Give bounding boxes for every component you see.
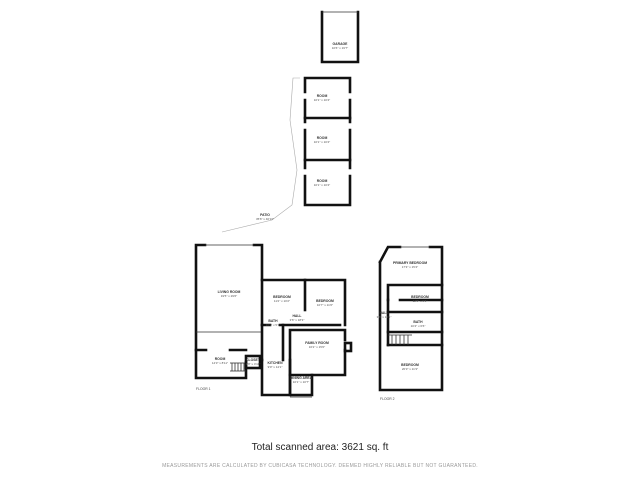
room-bedroom-1: BEDROOM 11'2" x 10'2" [273, 295, 291, 303]
svg-text:17'3" x 15'4": 17'3" x 15'4" [402, 265, 418, 269]
room-primary-bedroom: PRIMARY BEDROOM 17'3" x 15'4" [393, 261, 427, 269]
svg-text:10'4" x 6'6": 10'4" x 6'6" [411, 324, 426, 328]
svg-text:BATH: BATH [268, 319, 278, 323]
room-bath-1: BATH 10'1" x 5'1" [266, 319, 281, 327]
room-hall-1: HALL 3'6" x 18'3" [290, 314, 305, 322]
svg-text:CLOSET: CLOSET [246, 358, 261, 362]
total-scanned-area: Total scanned area: 3621 sq. ft [251, 442, 389, 453]
svg-text:PRIMARY BEDROOM: PRIMARY BEDROOM [393, 261, 427, 265]
room-bath-2: BATH 10'4" x 6'6" [411, 320, 426, 328]
svg-text:10'1" x 10'4": 10'1" x 10'4" [314, 183, 330, 187]
svg-text:20'3" x 11'3": 20'3" x 11'3" [402, 367, 418, 371]
svg-text:10'1" x 10'4": 10'1" x 10'4" [314, 140, 330, 144]
room-garage: GARAGE 10'6" x 19'7" [332, 42, 348, 50]
room-room-4: ROOM 14'3" x 8'11" [212, 357, 228, 365]
svg-text:GARAGE: GARAGE [333, 42, 349, 46]
svg-text:FAMILY ROOM: FAMILY ROOM [305, 341, 329, 345]
floor-1-label: FLOOR 1 [196, 387, 211, 391]
svg-text:12'6" x 9'6": 12'6" x 9'6" [413, 299, 428, 303]
svg-text:PATIO: PATIO [260, 213, 270, 217]
svg-text:16'2" x 15'0": 16'2" x 15'0" [309, 345, 325, 349]
svg-text:BATH: BATH [413, 320, 423, 324]
svg-text:35'6" x 40'10": 35'6" x 40'10" [256, 217, 274, 221]
floor-1-plan [194, 243, 353, 398]
svg-text:19'5" x 29'6": 19'5" x 29'6" [221, 294, 237, 298]
svg-text:ROOM: ROOM [317, 94, 328, 98]
svg-text:4'9" x 4'11": 4'9" x 4'11" [246, 362, 261, 366]
room-living-room: LIVING ROOM 19'5" x 29'6" [218, 290, 241, 298]
patio-outline [221, 77, 300, 233]
svg-text:DINING AREA: DINING AREA [290, 376, 313, 380]
svg-text:11'2" x 10'2": 11'2" x 10'2" [274, 299, 290, 303]
floor-2-plan [378, 245, 444, 392]
rooms-strip [303, 76, 352, 207]
garage-building [320, 10, 360, 64]
room-family-room: FAMILY ROOM 16'2" x 15'0" [305, 341, 329, 349]
svg-text:KITCHEN: KITCHEN [267, 361, 283, 365]
svg-text:9'0" x 14'1": 9'0" x 14'1" [268, 365, 283, 369]
measurement-disclaimer: MEASUREMENTS ARE CALCULATED BY CUBICASA … [162, 463, 478, 469]
svg-text:ROOM: ROOM [317, 179, 328, 183]
svg-text:ROOM: ROOM [317, 136, 328, 140]
svg-text:3'6" x 16'1": 3'6" x 16'1" [377, 315, 392, 319]
room-bedroom-3: BEDROOM 12'6" x 9'6" [411, 295, 429, 303]
room-closet: CLOSET 4'9" x 4'11" [246, 358, 261, 366]
svg-text:BEDROOM: BEDROOM [401, 363, 419, 367]
svg-text:LIVING ROOM: LIVING ROOM [218, 290, 241, 294]
svg-text:HALL: HALL [379, 311, 388, 315]
svg-text:3'6" x 18'3": 3'6" x 18'3" [290, 318, 305, 322]
svg-text:14'3" x 8'11": 14'3" x 8'11" [212, 361, 228, 365]
room-bedroom-2: BEDROOM 10'7" x 11'6" [316, 299, 334, 307]
svg-text:10'7" x 11'6": 10'7" x 11'6" [317, 303, 333, 307]
room-room-2: ROOM 10'1" x 10'4" [314, 136, 330, 144]
room-dining-area: DINING AREA 10'1" x 10'7" [290, 376, 313, 384]
svg-text:10'1" x 5'1": 10'1" x 5'1" [266, 323, 281, 327]
room-kitchen: KITCHEN 9'0" x 14'1" [267, 361, 283, 369]
svg-text:BEDROOM: BEDROOM [273, 295, 291, 299]
svg-text:BEDROOM: BEDROOM [411, 295, 429, 299]
floor-2-label: FLOOR 2 [380, 397, 395, 401]
room-hall-2: HALL 3'6" x 16'1" [377, 311, 392, 319]
svg-text:BEDROOM: BEDROOM [316, 299, 334, 303]
room-room-1: ROOM 10'1" x 10'4" [314, 94, 330, 102]
svg-text:10'1" x 10'4": 10'1" x 10'4" [314, 98, 330, 102]
svg-text:ROOM: ROOM [215, 357, 226, 361]
svg-text:HALL: HALL [292, 314, 301, 318]
room-bedroom-4: BEDROOM 20'3" x 11'3" [401, 363, 419, 371]
svg-text:10'6" x 19'7": 10'6" x 19'7" [332, 46, 348, 50]
room-patio: PATIO 35'6" x 40'10" [256, 213, 274, 221]
room-room-3: ROOM 10'1" x 10'4" [314, 179, 330, 187]
svg-text:10'1" x 10'7": 10'1" x 10'7" [293, 380, 309, 384]
